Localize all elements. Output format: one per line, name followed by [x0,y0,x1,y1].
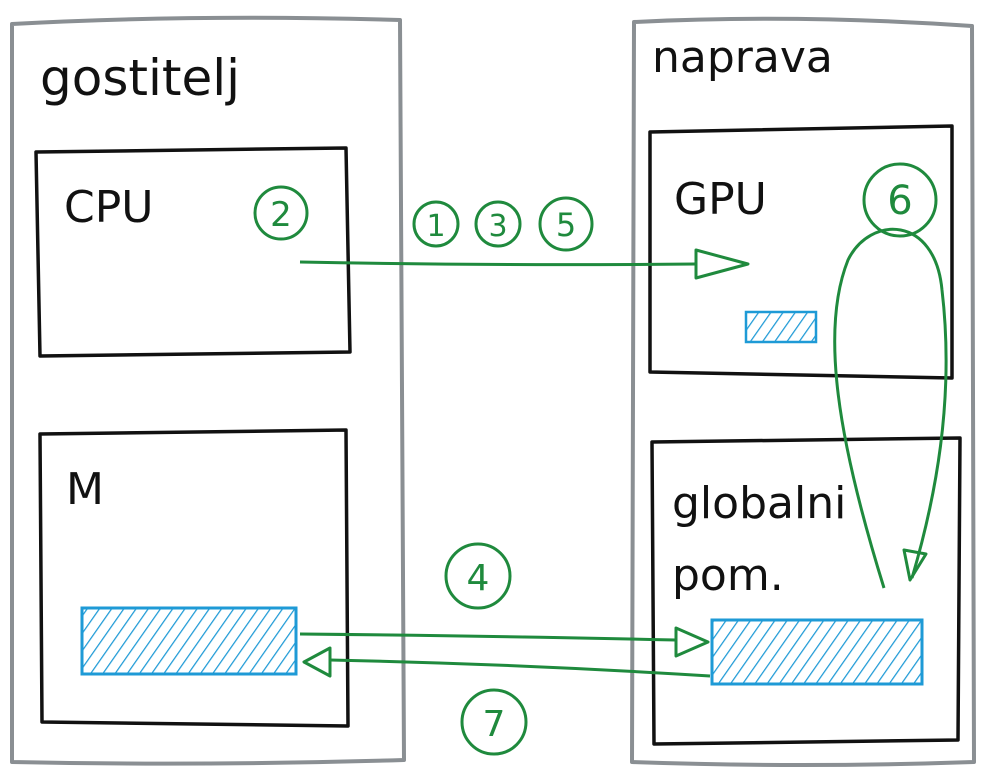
gpu-memory-loop [833,227,948,589]
gpu-memory-loop-arrowhead [902,548,928,582]
gpu-label: GPU [674,174,767,225]
step-marker-6 [862,162,938,238]
copy-to-host-arrow [329,658,711,678]
host-data-block [80,606,298,676]
step-label-6: 6 [887,178,912,224]
step-marker-1 [412,200,460,248]
host-memory-box [38,428,350,728]
device-title: naprava [652,32,833,83]
cpu-label: CPU [64,182,153,233]
step-label-4: 4 [467,558,490,599]
host-memory-label: M [66,464,104,515]
call-arrow [299,260,697,267]
call-arrowhead [694,248,750,280]
step-label-7: 7 [483,704,506,745]
gpu-box [648,124,954,380]
step-marker-3 [474,200,522,248]
global-memory-label-line1: globalni [672,478,846,529]
host-title: gostitelj [40,49,240,107]
step-label-5: 5 [556,206,576,244]
device-panel [630,16,976,767]
step-marker-5 [538,196,594,252]
global-memory-label-line2: pom. [672,550,784,601]
step-label-2: 2 [270,195,292,235]
cpu-box [34,146,352,358]
device-data-block [710,618,924,686]
copy-to-device-arrow [299,632,677,642]
step-marker-2 [253,185,309,241]
global-memory-box [650,436,962,746]
step-label-1: 1 [426,209,445,244]
copy-to-host-arrowhead [302,646,332,678]
step-label-3: 3 [488,209,507,244]
gpu-data-block [744,310,818,344]
step-marker-4 [444,542,512,610]
copy-to-device-arrowhead [674,626,710,658]
step-marker-7 [460,688,528,756]
host-panel [10,15,406,766]
